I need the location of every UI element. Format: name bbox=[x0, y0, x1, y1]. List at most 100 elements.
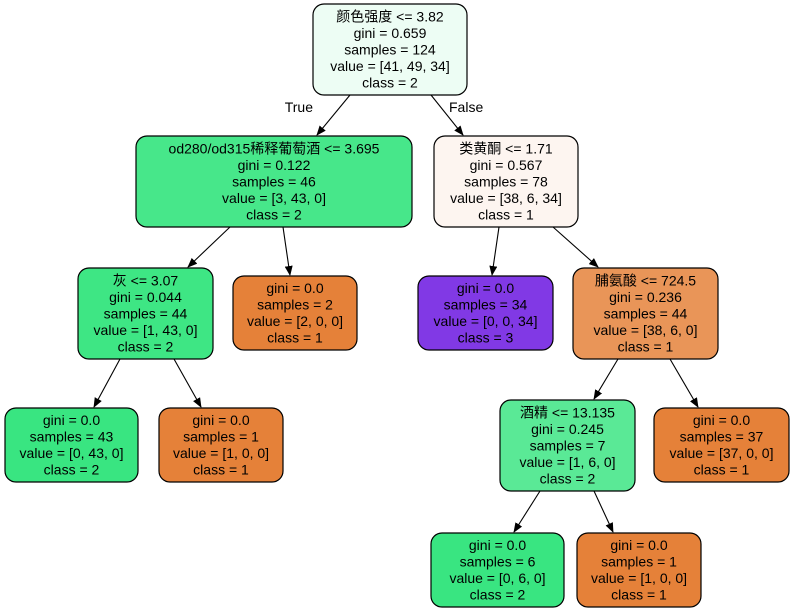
node-text-line: class = 3 bbox=[458, 330, 514, 346]
edge-label-true: True bbox=[285, 99, 313, 115]
edge-n9-n12 bbox=[593, 490, 614, 533]
node-box bbox=[312, 3, 468, 96]
node-text-line: samples = 1 bbox=[601, 554, 677, 570]
edge-n0-n1 bbox=[316, 94, 351, 136]
node-text-line: value = [0, 43, 0] bbox=[20, 445, 124, 461]
node-text-line: class = 2 bbox=[540, 470, 596, 486]
node-text-line: class = 2 bbox=[362, 74, 418, 90]
node-text-line: class = 1 bbox=[618, 338, 674, 354]
node-text-line: samples = 7 bbox=[530, 437, 606, 453]
edge-n9-n11 bbox=[513, 490, 541, 533]
node-text-line: gini = 0.0 bbox=[43, 412, 100, 428]
edges-layer: True False bbox=[93, 94, 699, 533]
node-text-line: samples = 44 bbox=[104, 305, 188, 321]
edge-n6-n10 bbox=[669, 358, 699, 408]
node-text-line: gini = 0.245 bbox=[531, 421, 604, 437]
node-box bbox=[499, 399, 636, 492]
node-text-line: 灰 <= 3.07 bbox=[113, 272, 179, 288]
node-text-line: class = 1 bbox=[267, 330, 323, 346]
node-text-line: gini = 0.0 bbox=[693, 412, 750, 428]
node-text-line: samples = 1 bbox=[183, 429, 259, 445]
node-box bbox=[417, 275, 554, 351]
node-box bbox=[135, 135, 413, 228]
edge-n1-n4 bbox=[282, 226, 293, 276]
node-text-line: value = [0, 0, 34] bbox=[434, 313, 538, 329]
edge-label-false: False bbox=[449, 99, 483, 115]
node-text-line: gini = 0.0 bbox=[610, 537, 667, 553]
node-text-line: value = [2, 0, 0] bbox=[247, 313, 343, 329]
node-text-line: gini = 0.122 bbox=[238, 157, 311, 173]
edge-n0-n2 bbox=[430, 94, 464, 136]
node-text-line: gini = 0.0 bbox=[266, 280, 323, 296]
edge-n3-n8 bbox=[173, 358, 202, 408]
node-text-line: gini = 0.0 bbox=[192, 412, 249, 428]
node-box bbox=[4, 407, 139, 483]
node-text-line: gini = 0.0 bbox=[469, 537, 526, 553]
edge-n2-n6 bbox=[552, 226, 599, 268]
node-box bbox=[433, 135, 579, 228]
node-text-line: 脯氨酸 <= 724.5 bbox=[595, 272, 696, 288]
node-text-line: gini = 0.236 bbox=[609, 289, 682, 305]
node-text-line: value = [1, 0, 0] bbox=[591, 570, 687, 586]
node-box bbox=[77, 267, 214, 360]
node-text-line: samples = 6 bbox=[460, 554, 536, 570]
node-text-line: samples = 78 bbox=[464, 173, 548, 189]
edge-n2-n5 bbox=[489, 226, 500, 276]
node-text-line: value = [1, 43, 0] bbox=[94, 322, 198, 338]
node-text-line: samples = 2 bbox=[257, 297, 333, 313]
node-text-line: class = 2 bbox=[44, 462, 100, 478]
node-text-line: value = [37, 0, 0] bbox=[670, 445, 774, 461]
node-text-line: 颜色强度 <= 3.82 bbox=[336, 8, 444, 24]
node-text-line: class = 2 bbox=[118, 338, 174, 354]
node-text-line: od280/od315稀释葡萄酒 <= 3.695 bbox=[169, 140, 380, 156]
edge-n6-n9 bbox=[593, 358, 619, 400]
node-text-line: class = 1 bbox=[694, 462, 750, 478]
node-text-line: samples = 46 bbox=[232, 173, 316, 189]
node-text-line: value = [0, 6, 0] bbox=[449, 570, 545, 586]
node-text-line: samples = 37 bbox=[680, 429, 764, 445]
node-text-line: class = 1 bbox=[478, 206, 534, 222]
node-text-line: samples = 124 bbox=[344, 41, 436, 57]
node-text-line: class = 2 bbox=[470, 587, 526, 603]
node-box bbox=[576, 532, 702, 608]
node-box bbox=[572, 267, 719, 360]
node-box bbox=[653, 407, 790, 483]
node-text-line: samples = 43 bbox=[30, 429, 114, 445]
node-text-line: gini = 0.567 bbox=[470, 157, 543, 173]
node-text-line: gini = 0.659 bbox=[354, 25, 427, 41]
node-text-line: value = [38, 6, 34] bbox=[450, 190, 562, 206]
node-text-line: samples = 34 bbox=[444, 297, 528, 313]
node-text-line: class = 2 bbox=[246, 206, 302, 222]
node-text-line: value = [1, 6, 0] bbox=[519, 454, 615, 470]
node-text-line: 类黄酮 <= 1.71 bbox=[459, 140, 553, 156]
node-box bbox=[158, 407, 284, 483]
node-box bbox=[232, 275, 358, 351]
edge-n3-n7 bbox=[93, 358, 121, 408]
node-text-line: gini = 0.0 bbox=[457, 280, 514, 296]
node-text-line: class = 1 bbox=[193, 462, 249, 478]
node-text-line: 酒精 <= 13.135 bbox=[520, 404, 615, 420]
node-box bbox=[430, 532, 565, 608]
node-text-line: value = [41, 49, 34] bbox=[330, 58, 449, 74]
node-text-line: value = [38, 6, 0] bbox=[594, 322, 698, 338]
node-text-line: samples = 44 bbox=[604, 305, 688, 321]
node-text-line: value = [3, 43, 0] bbox=[222, 190, 326, 206]
node-text-line: class = 1 bbox=[611, 587, 667, 603]
node-text-line: gini = 0.044 bbox=[109, 289, 182, 305]
edge-n1-n3 bbox=[187, 226, 231, 268]
node-text-line: value = [1, 0, 0] bbox=[173, 445, 269, 461]
